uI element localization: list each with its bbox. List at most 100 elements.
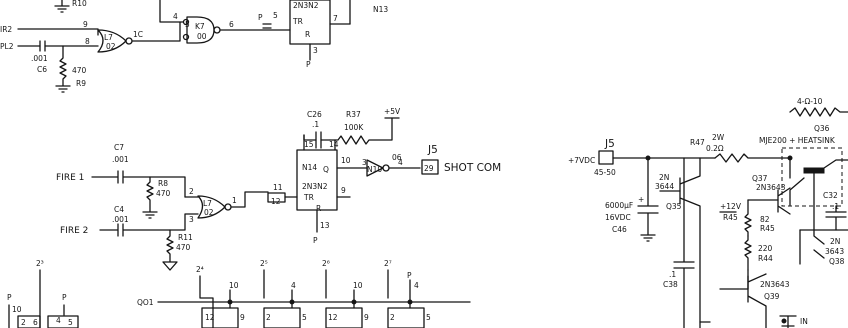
c38-value: .1 (669, 270, 676, 279)
svg-text:1C: 1C (133, 30, 143, 39)
q36-part: MJE200 + HEATSINK (759, 136, 836, 145)
q36-label: Q36 (814, 124, 830, 133)
svg-text:3: 3 (362, 158, 367, 167)
r8-label: R8 (158, 179, 168, 188)
svg-text:Q: Q (323, 165, 329, 174)
r45-label: R45 (723, 213, 738, 222)
svg-text:3: 3 (313, 46, 318, 55)
c26-value: .1 (312, 120, 319, 129)
r9-label: R9 (76, 79, 86, 88)
svg-text:4: 4 (173, 12, 178, 21)
pl2-label: PL2 (0, 42, 14, 51)
svg-text:16VDC: 16VDC (605, 213, 631, 222)
svg-text:2: 2 (21, 318, 26, 327)
fire2-label: FIRE 2 (60, 226, 88, 236)
svg-text:4: 4 (414, 281, 419, 290)
svg-text:3643: 3643 (825, 247, 844, 256)
svg-text:11: 11 (273, 183, 283, 192)
shot-com-label: SHOT COM (444, 162, 501, 174)
svg-text:8: 8 (85, 37, 90, 46)
top-chip-part: 2N3N2 (293, 1, 319, 10)
svg-text:02: 02 (106, 42, 116, 51)
svg-text:P: P (62, 293, 67, 302)
r44-label: R44 (758, 254, 773, 263)
r8-value: 470 (156, 189, 171, 198)
r37-label: R37 (346, 110, 361, 119)
svg-text:N10: N10 (367, 165, 382, 174)
fire1-label: FIRE 1 (56, 173, 84, 183)
v12-label: +12V (720, 202, 742, 211)
r10-label: R10 (72, 0, 87, 8)
c7-label: C7 (114, 143, 124, 152)
svg-text:0.2Ω: 0.2Ω (706, 144, 724, 153)
svg-text:L7: L7 (104, 33, 113, 42)
svg-text:5: 5 (302, 313, 307, 322)
svg-text:R: R (316, 204, 321, 213)
svg-text:2: 2 (266, 313, 271, 322)
svg-text:14: 14 (329, 140, 339, 149)
svg-text:5: 5 (68, 318, 73, 327)
svg-text:5: 5 (273, 11, 278, 20)
svg-text:00: 00 (197, 32, 207, 41)
svg-text:12: 12 (205, 313, 215, 322)
svg-text:P: P (407, 271, 412, 280)
q38-label: Q38 (829, 257, 845, 266)
svg-text:9: 9 (240, 313, 245, 322)
supply-label: +7VDC (568, 156, 595, 165)
svg-text:L7: L7 (203, 199, 212, 208)
c32-label: C32 (823, 191, 838, 200)
n13-label: N13 (373, 5, 388, 14)
c26-label: C26 (307, 110, 322, 119)
c46-label: C46 (612, 225, 627, 234)
svg-text:3: 3 (189, 215, 194, 224)
svg-text:06: 06 (392, 153, 402, 162)
chip-n14-label: N14 (302, 163, 317, 172)
r47-label: R47 (690, 138, 705, 147)
r-top-value: 4-Ω-10 (797, 97, 823, 106)
r11-label: R11 (178, 233, 193, 242)
svg-text:2: 2 (390, 313, 395, 322)
svg-text:1: 1 (232, 196, 237, 205)
chip-n14-part: 2N3N2 (302, 182, 328, 191)
svg-text:6: 6 (33, 318, 38, 327)
svg-text:6: 6 (229, 20, 234, 29)
svg-text:10: 10 (229, 281, 239, 290)
svg-text:2N: 2N (830, 237, 840, 246)
ref-2-4: 2⁴ (196, 265, 204, 274)
q39-part: 2N3643 (760, 280, 790, 289)
q37-part: 2N3643 (756, 183, 786, 192)
c4-label: C4 (114, 205, 124, 214)
in-label: IN (800, 317, 808, 326)
svg-text:15: 15 (304, 140, 314, 149)
svg-text:TR: TR (303, 193, 314, 202)
c4-value: .001 (112, 215, 129, 224)
svg-text:2N: 2N (659, 173, 669, 182)
q39-label: Q39 (764, 292, 780, 301)
svg-text:5: 5 (426, 313, 431, 322)
svg-text:4: 4 (291, 281, 296, 290)
svg-text:10: 10 (353, 281, 363, 290)
c6-label: C6 (37, 65, 47, 74)
svg-text:6000μF: 6000μF (605, 201, 633, 210)
ref-2-5: 2⁵ (260, 259, 268, 268)
svg-text:4: 4 (398, 158, 403, 167)
r37-value: 100K (344, 123, 364, 132)
c6-value: .001 (31, 54, 48, 63)
supply-range: 45-50 (594, 168, 616, 177)
svg-text:+: + (638, 195, 644, 204)
svg-text:R45: R45 (760, 224, 775, 233)
svg-text:13: 13 (320, 221, 330, 230)
svg-text:9: 9 (364, 313, 369, 322)
c7-value: .001 (112, 155, 129, 164)
svg-text:9: 9 (341, 186, 346, 195)
svg-text:4: 4 (56, 316, 61, 325)
svg-text:P: P (7, 293, 12, 302)
svg-text:R: R (305, 30, 310, 39)
svg-text:P: P (313, 236, 318, 245)
svg-text:02: 02 (204, 208, 214, 217)
svg-text:10: 10 (341, 156, 351, 165)
svg-text:2W: 2W (712, 133, 725, 142)
ref-2-6: 2⁶ (322, 259, 330, 268)
svg-text:3644: 3644 (655, 182, 674, 191)
